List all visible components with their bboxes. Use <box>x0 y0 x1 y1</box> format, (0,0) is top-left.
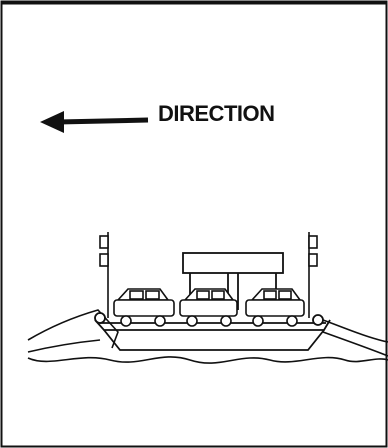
direction-label: DIRECTION <box>158 101 275 127</box>
